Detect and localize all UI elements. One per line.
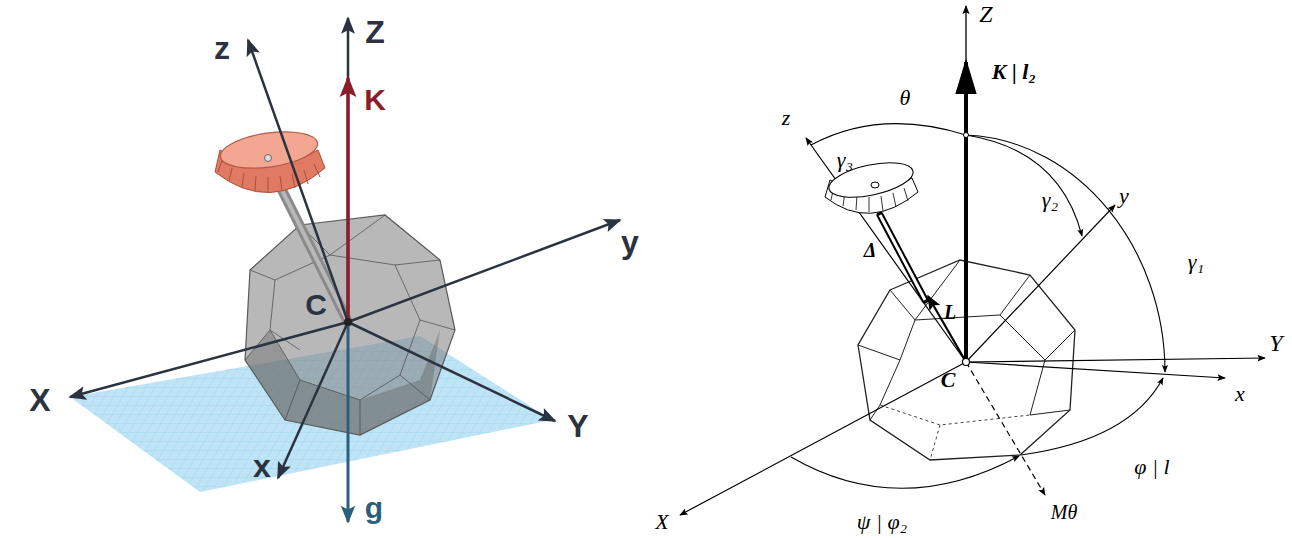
- axis-label: y: [621, 226, 639, 258]
- axis-label: X: [655, 511, 668, 533]
- point-label: C: [941, 369, 956, 391]
- axis-label: x: [1235, 383, 1245, 405]
- vector-label: K | l₂: [992, 61, 1036, 83]
- vector-label: L: [944, 302, 956, 322]
- axis-label: y: [1119, 185, 1129, 207]
- axis-label: z: [214, 32, 230, 64]
- axis-label: X: [29, 384, 50, 416]
- point-label: C: [305, 290, 327, 320]
- angle-label: γ₂: [1042, 189, 1058, 211]
- axis-label: Y: [1269, 331, 1282, 355]
- vector-label: g: [365, 493, 383, 523]
- axis-label: Z: [979, 2, 992, 26]
- axis-label: x: [253, 450, 271, 482]
- axis-label: z: [782, 107, 791, 129]
- vector-label: Δ: [864, 240, 877, 260]
- angle-label: φ | l: [1134, 456, 1169, 478]
- angle-label: θ: [900, 87, 911, 109]
- axis-label: Y: [567, 410, 588, 442]
- angle-label: ψ | φ₂: [857, 511, 908, 533]
- vector-label: K: [364, 85, 386, 115]
- angle-label: γ₁: [1188, 251, 1204, 273]
- angle-label: γ₃: [837, 149, 853, 171]
- axis-label: Z: [365, 16, 385, 48]
- axis-label: Mθ: [1051, 502, 1077, 522]
